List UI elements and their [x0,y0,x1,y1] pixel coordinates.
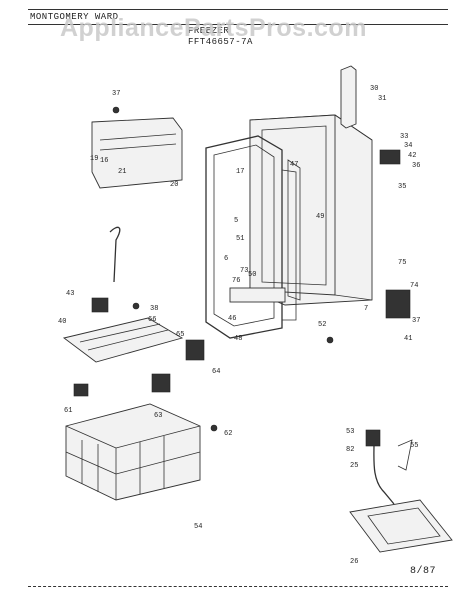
callout-76: 76 [232,277,240,285]
screws [112,106,334,432]
callout-26: 26 [350,558,358,566]
brackets [73,297,205,397]
callout-66: 66 [148,316,156,324]
callout-55: 55 [410,442,418,450]
callout-33: 33 [400,133,408,141]
callout-47: 47 [290,161,298,169]
shelf [62,317,184,363]
callout-30: 30 [370,85,378,93]
watermark-text: AppliancePartsPros.com [60,14,367,42]
callout-20: 20 [170,181,178,189]
callout-46: 46 [228,315,236,323]
callout-74: 74 [410,282,418,290]
footer-date: 8/87 [410,566,437,577]
wire-rod [109,226,121,283]
drain-assembly [349,429,453,553]
callout-75: 75 [398,259,406,267]
rail-part [340,65,357,129]
callout-51: 51 [236,235,244,243]
footer-rule [28,586,448,587]
callout-7: 7 [364,305,368,313]
callout-34: 34 [404,142,412,150]
callout-25: 25 [350,462,358,470]
callout-37: 37 [412,317,420,325]
callout-17: 17 [236,168,244,176]
callout-63: 63 [154,412,162,420]
product-label: FREEZER [188,26,230,36]
trim-panel [91,117,183,189]
callout-41: 41 [404,335,412,343]
callout-36: 36 [412,162,420,170]
callout-38: 38 [150,305,158,313]
callout-82: 82 [346,446,354,454]
callout-52: 52 [318,321,326,329]
hinge-parts [379,149,411,319]
callout-50: 50 [248,271,256,279]
door-frame [205,135,297,339]
callout-62: 62 [224,430,232,438]
header-top-rule [28,9,448,10]
callout-42: 42 [408,152,416,160]
callout-43: 43 [66,290,74,298]
callout-73: 73 [240,267,248,275]
callout-54: 54 [194,523,202,531]
door-liner [287,159,301,301]
cabinet [249,114,373,306]
callout-65: 65 [176,331,184,339]
brand-label: MONTGOMERY WARD [30,12,119,22]
callout-37: 37 [112,90,120,98]
callout-6: 6 [224,255,228,263]
header-bottom-rule [28,24,448,25]
callout-5: 5 [234,217,238,225]
basket [65,403,201,501]
callout-48: 48 [234,335,242,343]
callout-31: 31 [378,95,386,103]
callout-19: 19 [90,155,98,163]
model-label: FFT46657-7A [188,37,253,47]
callout-35: 35 [398,183,406,191]
callout-61: 61 [64,407,72,415]
callout-16: 16 [100,157,108,165]
callout-49: 49 [316,213,324,221]
callout-21: 21 [118,168,126,176]
callout-40: 40 [58,318,66,326]
callout-64: 64 [212,368,220,376]
callout-53: 53 [346,428,354,436]
